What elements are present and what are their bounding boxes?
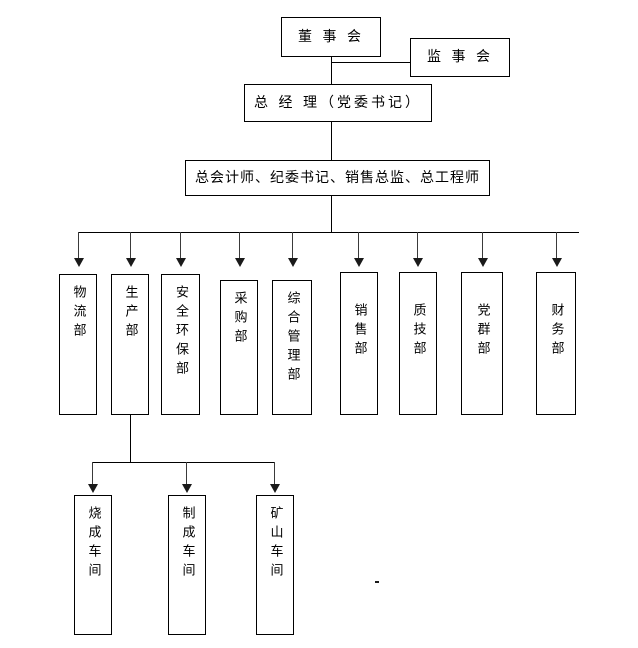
arrow-line-sales <box>358 232 359 260</box>
arrow-head-purchasing <box>235 258 245 267</box>
arrow-head-logistics <box>74 258 84 267</box>
arrow-head-finishing <box>182 484 192 493</box>
arrow-head-party-mass <box>478 258 488 267</box>
arrow-head-sintering <box>88 484 98 493</box>
node-executives-label: 总会计师、纪委书记、销售总监、总工程师 <box>195 169 480 186</box>
node-department-logistics-label: 物流部 <box>70 285 86 342</box>
node-general-manager[interactable]: 总 经 理（党委书记） <box>244 84 432 122</box>
arrow-line-production <box>130 232 131 260</box>
connector-general-manager-to-executives <box>331 122 332 160</box>
node-workshop-sintering[interactable]: 烧成车间 <box>74 495 112 635</box>
arrow-head-quality-tech <box>413 258 423 267</box>
arrow-line-general-mgmt <box>292 232 293 260</box>
node-supervisory-board-label: 监 事 会 <box>427 49 493 66</box>
arrow-head-mine <box>270 484 280 493</box>
node-department-production[interactable]: 生产部 <box>111 274 149 415</box>
node-department-safety-env-label: 安全环保部 <box>173 285 188 380</box>
arrow-line-safety-env <box>180 232 181 260</box>
connector-executives-to-department-bus <box>331 196 332 233</box>
node-board-of-directors-label: 董 事 会 <box>298 28 364 45</box>
node-workshop-sintering-label: 烧成车间 <box>85 506 101 582</box>
arrow-line-purchasing <box>239 232 240 260</box>
workshop-bus-line <box>92 462 275 463</box>
connector-production-to-workshop-bus <box>130 415 131 462</box>
arrow-head-general-mgmt <box>288 258 298 267</box>
node-department-general-mgmt-label: 综合管理部 <box>284 291 300 386</box>
arrow-head-safety-env <box>176 258 186 267</box>
arrow-head-finance <box>552 258 562 267</box>
node-workshop-finishing-label: 制成车间 <box>179 506 195 582</box>
node-executives[interactable]: 总会计师、纪委书记、销售总监、总工程师 <box>185 160 490 196</box>
node-department-finance[interactable]: 财务部 <box>536 272 576 415</box>
arrow-line-logistics <box>78 232 79 260</box>
node-department-logistics[interactable]: 物流部 <box>59 274 97 415</box>
node-department-sales-label: 销售部 <box>351 303 367 360</box>
connector-board-to-supervisory <box>331 62 410 63</box>
connector-board-to-general-manager <box>331 57 332 84</box>
node-department-safety-env[interactable]: 安全环保部 <box>161 274 200 415</box>
arrow-line-mine <box>274 462 275 486</box>
scan-artifact-speck <box>375 581 379 583</box>
node-workshop-mine[interactable]: 矿山车间 <box>256 495 294 635</box>
arrow-head-sales <box>354 258 364 267</box>
node-department-production-label: 生产部 <box>122 285 138 342</box>
node-workshop-mine-label: 矿山车间 <box>267 506 283 582</box>
node-workshop-finishing[interactable]: 制成车间 <box>168 495 206 635</box>
arrow-line-quality-tech <box>417 232 418 260</box>
node-department-sales[interactable]: 销售部 <box>340 272 378 415</box>
node-department-quality-tech[interactable]: 质技部 <box>399 272 437 415</box>
node-general-manager-label: 总 经 理（党委书记） <box>254 94 422 111</box>
node-department-finance-label: 财务部 <box>548 303 564 360</box>
node-department-party-mass[interactable]: 党群部 <box>461 272 503 415</box>
arrow-line-finance <box>556 232 557 260</box>
node-department-party-mass-label: 党群部 <box>474 303 490 360</box>
node-department-quality-tech-label: 质技部 <box>410 303 426 360</box>
department-bus-line <box>78 232 579 233</box>
node-department-purchasing[interactable]: 采购部 <box>220 280 258 415</box>
node-board-of-directors[interactable]: 董 事 会 <box>281 17 381 57</box>
arrow-line-finishing <box>186 462 187 486</box>
arrow-line-sintering <box>92 462 93 486</box>
node-department-general-mgmt[interactable]: 综合管理部 <box>272 280 312 415</box>
arrow-line-party-mass <box>482 232 483 260</box>
arrow-head-production <box>126 258 136 267</box>
node-supervisory-board[interactable]: 监 事 会 <box>410 38 510 77</box>
node-department-purchasing-label: 采购部 <box>231 291 247 348</box>
